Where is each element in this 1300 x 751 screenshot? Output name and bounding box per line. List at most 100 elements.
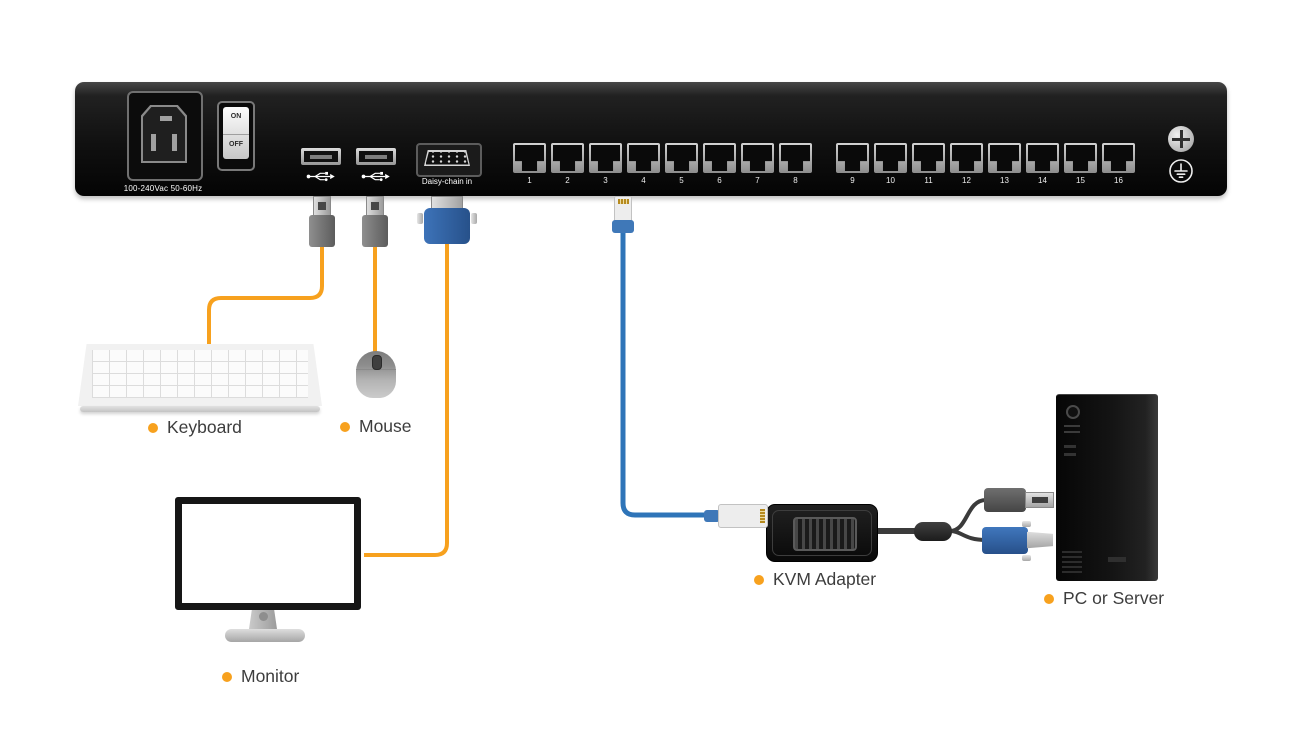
- rj45-port-15: 15: [1064, 143, 1097, 185]
- pc-or-server-label: PC or Server: [1044, 588, 1164, 609]
- rj45-jack: [1026, 143, 1059, 173]
- bullet-dot: [754, 574, 764, 585]
- power-switch[interactable]: ON OFF: [217, 101, 255, 171]
- bullet-dot: [340, 421, 350, 432]
- port-number: 4: [641, 176, 646, 185]
- port-number: 3: [603, 176, 608, 185]
- mouse-usb-plug-metal: [366, 196, 384, 216]
- rj45-port-8: 8: [779, 143, 812, 185]
- pc-usb-plug-metal: [1025, 492, 1054, 508]
- rj45-jack: [836, 143, 869, 173]
- keyboard-device: [78, 344, 322, 414]
- vga-thumbscrew: [471, 213, 477, 224]
- bullet-dot: [148, 422, 158, 433]
- rj45-port-7: 7: [741, 143, 774, 185]
- kvm-adapter-device: [766, 504, 878, 562]
- keyboard-label-text: Keyboard: [167, 417, 242, 437]
- monitor-label: Monitor: [222, 666, 299, 687]
- bullet-dot: [1044, 593, 1054, 604]
- pc-tower-device: [1056, 394, 1158, 581]
- power-switch-off-label: OFF: [229, 141, 243, 148]
- rj45-port-10: 10: [874, 143, 907, 185]
- ferrite-bead: [914, 522, 952, 541]
- cat5-plug-top: [614, 196, 632, 222]
- monitor-device: [175, 497, 361, 647]
- port-number: 15: [1076, 176, 1085, 185]
- keyboard-label: Keyboard: [148, 417, 242, 438]
- power-switch-rocker[interactable]: ON OFF: [223, 107, 249, 159]
- kvm-switch-panel: 100-240Vac 50-60Hz ON OFF: [75, 82, 1227, 196]
- rj45-jack: [665, 143, 698, 173]
- keyboard-usb-plug: [309, 215, 335, 247]
- pc-power-button: [1066, 405, 1080, 419]
- cat5-plug-adapter: [718, 504, 768, 528]
- power-rating-label: 100-240Vac 50-60Hz: [123, 184, 203, 193]
- power-pin-right: [172, 134, 177, 151]
- rj45-jack: [988, 143, 1021, 173]
- vga-thumbscrew: [1022, 521, 1031, 527]
- rj45-jack: [1102, 143, 1135, 173]
- rj45-port-6: 6: [703, 143, 736, 185]
- usb-port-keyboard: [301, 148, 341, 165]
- rj45-jack: [874, 143, 907, 173]
- pc-usb-plug: [984, 488, 1026, 512]
- grounding-screw: [1168, 126, 1194, 152]
- usb-port-mouse: [356, 148, 396, 165]
- pc-or-server-label-text: PC or Server: [1063, 588, 1165, 608]
- cat5-plug-adapter-boot: [704, 510, 720, 522]
- port-number: 14: [1038, 176, 1047, 185]
- power-switch-on-label: ON: [230, 113, 242, 120]
- mouse-scroll-wheel: [372, 355, 382, 370]
- vga-thumbscrew: [1022, 555, 1031, 561]
- kvm-adapter-label-text: KVM Adapter: [773, 569, 877, 589]
- ground-symbol-icon: [1169, 159, 1193, 183]
- rj45-port-2: 2: [551, 143, 584, 185]
- port-number: 12: [962, 176, 971, 185]
- power-pin-ground: [160, 116, 172, 121]
- keyboard-keys: [92, 350, 308, 398]
- rj45-jack: [551, 143, 584, 173]
- rj45-jack: [703, 143, 736, 173]
- port-number: 11: [924, 176, 933, 185]
- port-number: 5: [679, 176, 684, 185]
- port-number: 10: [886, 176, 895, 185]
- rj45-jack: [741, 143, 774, 173]
- power-pin-left: [151, 134, 156, 151]
- monitor-label-text: Monitor: [241, 666, 300, 686]
- bullet-dot: [222, 671, 232, 682]
- power-inlet-face: [141, 105, 187, 163]
- rj45-jack: [1064, 143, 1097, 173]
- pc-vents: [1062, 549, 1082, 573]
- pc-vga-plug: [982, 527, 1028, 554]
- usb-icon: [361, 171, 390, 182]
- rj45-jack: [912, 143, 945, 173]
- rj45-port-5: 5: [665, 143, 698, 185]
- rj45-port-4: 4: [627, 143, 660, 185]
- port-number: 8: [793, 176, 798, 185]
- adapter-vga-branch: [949, 529, 987, 542]
- rj45-jack: [589, 143, 622, 173]
- rj45-port-13: 13: [988, 143, 1021, 185]
- rj45-jack: [950, 143, 983, 173]
- pc-vga-plug-metal: [1027, 531, 1053, 549]
- vga-thumbscrew: [417, 213, 423, 224]
- pc-brand-mark: [1108, 557, 1126, 562]
- rj45-port-14: 14: [1026, 143, 1059, 185]
- port-number: 16: [1114, 176, 1123, 185]
- monitor-vga-plug: [424, 208, 470, 244]
- keyboard-usb-plug-metal: [313, 196, 331, 216]
- adapter-grip: [793, 517, 857, 551]
- mouse-label-text: Mouse: [359, 416, 412, 436]
- rj45-port-11: 11: [912, 143, 945, 185]
- mouse-device: [356, 351, 396, 398]
- port-number: 2: [565, 176, 570, 185]
- port-number: 6: [717, 176, 722, 185]
- pc-front-usb: [1064, 453, 1076, 456]
- rj45-jack: [627, 143, 660, 173]
- mouse-label: Mouse: [340, 416, 412, 437]
- port-number: 13: [1000, 176, 1009, 185]
